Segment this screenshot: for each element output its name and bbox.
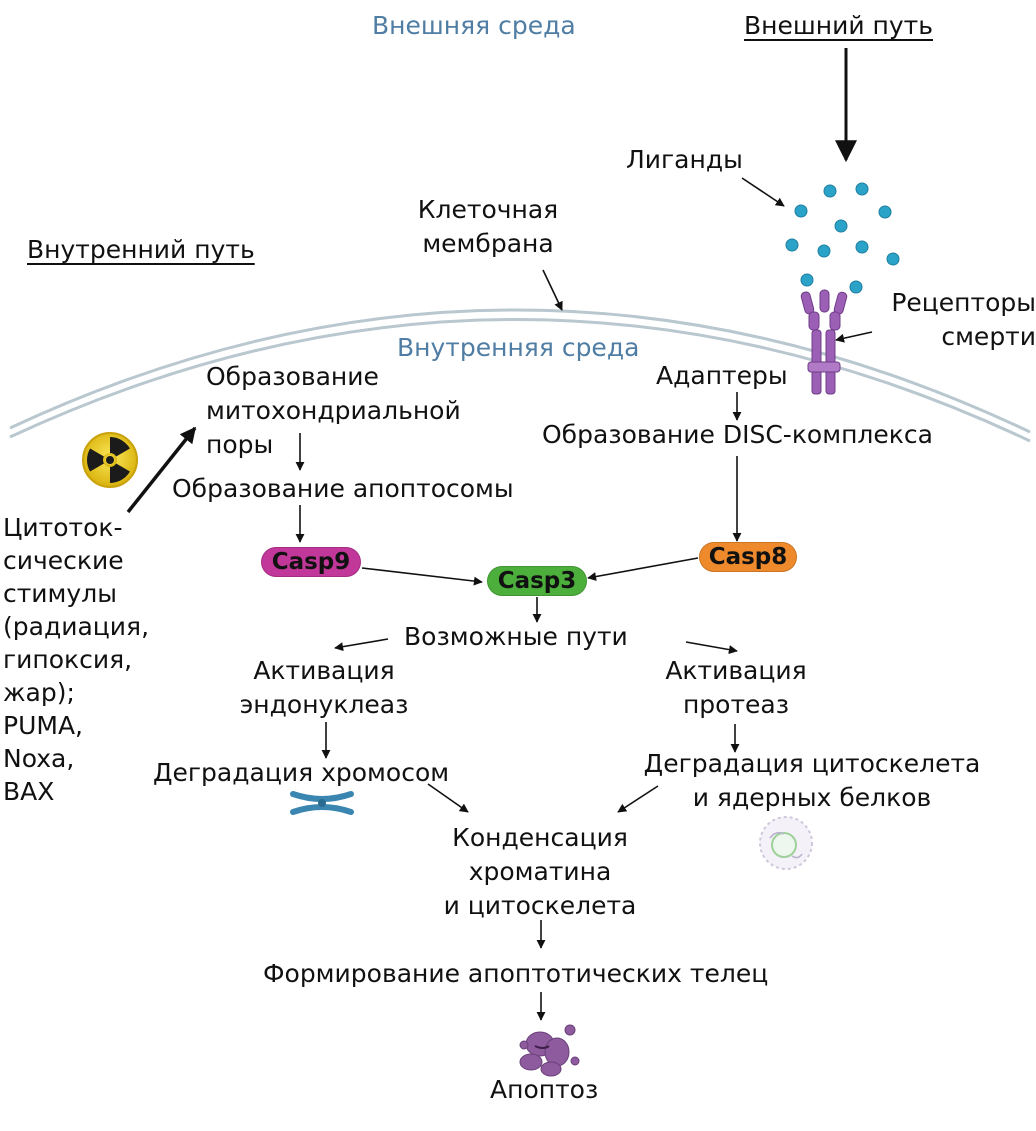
intrinsic-pathway-title: Внутренний путь bbox=[27, 235, 255, 264]
adapters-label: Адаптеры bbox=[656, 361, 788, 390]
membrane-label: Клеточная мембрана bbox=[417, 195, 559, 258]
casp3-node: Casp3 bbox=[487, 566, 587, 596]
apoptotic-bodies-label: Формирование апоптотических телец bbox=[263, 959, 769, 988]
cell-icon bbox=[759, 816, 813, 870]
casp8-node: Casp8 bbox=[699, 542, 797, 572]
disc-formation-label: Образование DISC-комплекса bbox=[542, 420, 933, 449]
arrow-chromosome-condensation bbox=[427, 783, 469, 813]
arrow-paths-protease bbox=[685, 641, 738, 655]
arrow-casp8-casp3 bbox=[587, 557, 699, 581]
arrow-membrane bbox=[542, 269, 563, 311]
chromosome-degradation-label: Деградация хромосом bbox=[153, 758, 450, 787]
apoptotic-body-icon bbox=[519, 1024, 580, 1077]
endonuclease-activation-label: Активация эндонуклеаз bbox=[239, 656, 409, 719]
pathway-arrows bbox=[295, 177, 873, 1021]
arrow-paths-endonuclease bbox=[334, 638, 389, 652]
possible-paths-label: Возможные пути bbox=[404, 622, 628, 651]
chromosome-icon bbox=[290, 791, 354, 815]
arrow-receptors bbox=[835, 331, 873, 343]
cell-membrane bbox=[9, 308, 1031, 443]
death-receptors-label: Рецепторы смерти bbox=[891, 288, 1036, 351]
arrow-ligands bbox=[741, 177, 785, 207]
death-receptor-icon bbox=[800, 289, 848, 395]
apoptosome-label: Образование апоптосомы bbox=[172, 474, 514, 503]
arrow-stimuli-pore bbox=[126, 426, 197, 514]
ligands-icon bbox=[785, 182, 900, 294]
radiation-icon bbox=[82, 432, 138, 488]
casp9-node: Casp9 bbox=[261, 547, 361, 577]
arrow-cytoskeleton-condensation bbox=[617, 785, 659, 813]
apoptosis-label: Апоптоз bbox=[490, 1075, 599, 1104]
extrinsic-pathway-title: Внешний путь bbox=[744, 11, 933, 40]
condensation-label: Конденсация хроматина и цитоскелета bbox=[443, 823, 637, 920]
mito-pore-label: Образование митохондриальной поры bbox=[206, 362, 461, 459]
protease-activation-label: Активация протеаз bbox=[665, 656, 807, 719]
arrow-casp9-casp3 bbox=[361, 567, 483, 586]
inner-environment-label: Внутренняя среда bbox=[397, 333, 640, 362]
outer-environment-label: Внешняя среда bbox=[372, 11, 576, 40]
stimuli-label: Цитоток- сические стимулы (радиация, гип… bbox=[3, 513, 150, 806]
ligands-label: Лиганды bbox=[626, 145, 743, 174]
cytoskeleton-degradation-label: Деградация цитоскелета и ядерных белков bbox=[643, 749, 981, 812]
